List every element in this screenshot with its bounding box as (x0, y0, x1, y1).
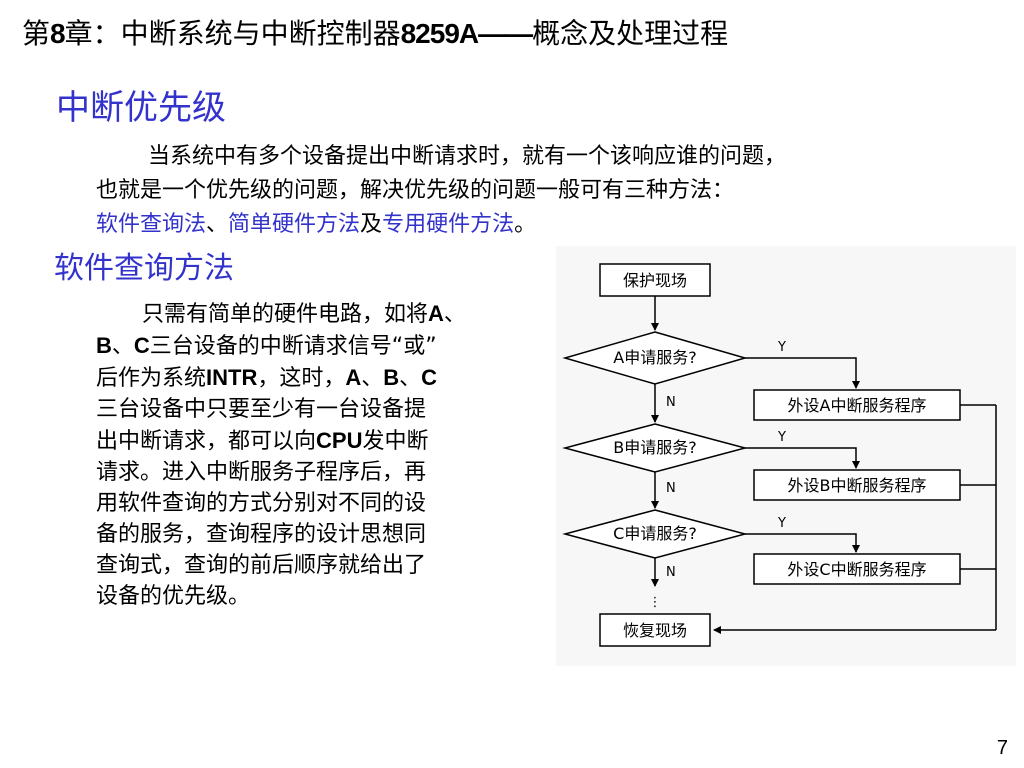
polling-line-1: 只需有简单的硬件电路，如将A、 (96, 298, 558, 330)
yes-label-c: Y (777, 516, 786, 531)
service-b-label: 外设B中断服务程序 (788, 476, 927, 495)
text: 只需有简单的硬件电路，如将 (142, 302, 429, 327)
end-label: 恢复现场 (623, 621, 687, 640)
heading-interrupt-priority: 中断优先级 (56, 88, 226, 128)
text-bold: INTR (206, 365, 258, 390)
start-label: 保护现场 (623, 271, 687, 290)
yes-label-a: Y (777, 340, 786, 355)
page-number: 7 (996, 737, 1008, 759)
text: 、 (443, 302, 466, 327)
text: 、 (361, 366, 384, 391)
title-chip-name: 8259A (400, 18, 480, 49)
intro-line-1: 当系统中有多个设备提出中断请求时，就有一个该响应谁的问题， (148, 144, 787, 169)
no-label-a: N (666, 395, 676, 410)
title-text: 章：中断系统与中断控制器 (64, 17, 401, 50)
end-box (599, 613, 711, 647)
polling-line-6: 请求。进入中断服务子程序后，再 (96, 460, 427, 485)
yes-label-b: Y (777, 430, 786, 445)
flowchart-svg: 保护现场 A申请服务? Y N 外设A中断服务程序 B申请服务? Y N 外设B… (562, 263, 997, 647)
arrow-yes-b (745, 447, 860, 469)
text: 后作为系统 (96, 366, 207, 391)
polling-line-10: 设备的优先级。 (96, 584, 251, 609)
arrow-yes-a (745, 357, 860, 389)
no-label-c: N (666, 565, 676, 580)
title-dash: —— (478, 18, 533, 49)
service-a-label: 外设A中断服务程序 (788, 396, 927, 415)
intro-line-2: 也就是一个优先级的问题，解决优先级的问题一般可有三种方法： (96, 178, 735, 203)
intro-paragraph: 当系统中有多个设备提出中断请求时，就有一个该响应谁的问题， 也就是一个优先级的问… (96, 140, 996, 242)
polling-line-8: 备的服务，查询程序的设计思想同 (96, 522, 427, 547)
method-software-polling: 软件查询法 (96, 212, 207, 237)
text-bold: A (428, 301, 444, 326)
title-text: 概念及处理过程 (532, 17, 729, 50)
polling-line-2: B、C三台设备的中断请求信号“或” (96, 330, 558, 362)
polling-line-9: 查询式，查询的前后顺序就给出了 (96, 553, 427, 578)
text: 出中断请求，都可以向 (96, 429, 317, 454)
ellipsis: ⋮ (649, 595, 662, 610)
text-bold: B (96, 333, 112, 358)
arrow-yes-c (745, 533, 860, 553)
text: 、 (399, 366, 422, 391)
decision-c-label: C申请服务? (613, 524, 697, 543)
polling-flowchart: 保护现场 A申请服务? Y N 外设A中断服务程序 B申请服务? Y N 外设B… (556, 246, 1016, 666)
separator: 、 (206, 212, 229, 237)
text-bold: C (133, 333, 150, 358)
start-box (599, 263, 711, 297)
polling-line-7: 用软件查询的方式分别对不同的设 (96, 491, 427, 516)
method-dedicated-hardware: 专用硬件方法 (382, 212, 515, 237)
text: ，这时， (257, 366, 346, 391)
polling-line-4: 三台设备中只要至少有一台设备提 (96, 397, 427, 422)
heading-software-polling: 软件查询方法 (54, 251, 234, 286)
no-label-b: N (666, 481, 676, 496)
text-bold: C (421, 365, 438, 390)
title-text: 第 (22, 17, 51, 50)
polling-line-3: 后作为系统INTR，这时，A、B、C (96, 362, 558, 394)
text-bold: CPU (316, 428, 363, 453)
decision-b-label: B申请服务? (613, 438, 696, 457)
text: 、 (111, 334, 134, 359)
polling-paragraph: 只需有简单的硬件电路，如将A、 B、C三台设备的中断请求信号“或” 后作为系统I… (96, 298, 558, 612)
separator: 及 (360, 212, 383, 237)
service-c-label: 外设C中断服务程序 (787, 560, 926, 579)
polling-line-5: 出中断请求，都可以向CPU发中断 (96, 425, 558, 457)
period: 。 (514, 212, 537, 237)
decision-a-label: A申请服务? (613, 348, 696, 367)
text: 三台设备的中断请求信号“或” (149, 334, 437, 359)
intro-line-3: 软件查询法、简单硬件方法及专用硬件方法。 (96, 208, 996, 242)
text-bold: A (345, 365, 362, 390)
text-bold: B (383, 365, 400, 390)
slide-title: 第8章：中断系统与中断控制器8259A——概念及处理过程 (22, 12, 1012, 56)
title-chapter-number: 8 (50, 18, 66, 49)
text: 发中断 (362, 429, 429, 454)
method-simple-hardware: 简单硬件方法 (228, 212, 361, 237)
